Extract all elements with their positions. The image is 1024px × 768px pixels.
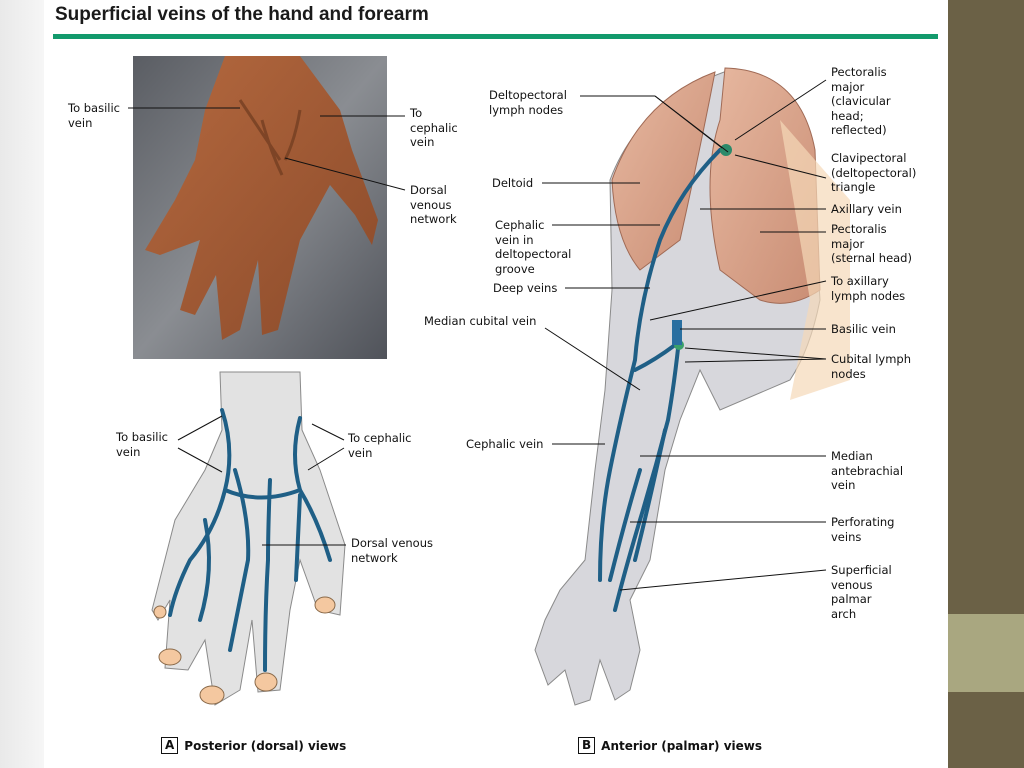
caption-text-b: Anterior (palmar) views xyxy=(601,739,762,753)
label-deltoid: Deltoid xyxy=(492,176,533,191)
label-cephalic-vein: Cephalic vein xyxy=(466,437,543,452)
label-pectoralis-major-sternal: Pectoralis major (sternal head) xyxy=(831,222,912,266)
label-deep-veins: Deep veins xyxy=(493,281,557,296)
caption-letter-a: A xyxy=(161,737,178,754)
label-clavipectoral-triangle: Clavipectoral (deltopectoral) triangle xyxy=(831,151,916,195)
label-superficial-venous-palmar-arch: Superficial venous palmar arch xyxy=(831,563,892,621)
label-photo-to-basilic-vein: To basilic vein xyxy=(68,101,120,130)
dorsal-hand-drawing xyxy=(152,372,345,705)
label-cubital-lymph-nodes: Cubital lymph nodes xyxy=(831,352,911,381)
dorsal-hand-photo xyxy=(133,56,387,359)
label-cephalic-vein-deltopectoral-groove: Cephalic vein in deltopectoral groove xyxy=(495,218,571,276)
caption-letter-b: B xyxy=(578,737,595,754)
label-photo-to-cephalic-vein: To cephalic vein xyxy=(410,106,458,150)
label-axillary-vein: Axillary vein xyxy=(831,202,902,217)
anterior-arm-drawing xyxy=(535,68,850,705)
label-perforating-veins: Perforating veins xyxy=(831,515,894,544)
label-drawing-to-cephalic-vein: To cephalic vein xyxy=(348,431,412,460)
label-basilic-vein: Basilic vein xyxy=(831,322,896,337)
caption-posterior-views: A Posterior (dorsal) views xyxy=(161,737,346,754)
label-photo-dorsal-venous-network: Dorsal venous network xyxy=(410,183,457,227)
caption-text-a: Posterior (dorsal) views xyxy=(184,739,346,753)
label-median-cubital-vein: Median cubital vein xyxy=(424,314,536,329)
caption-anterior-views: B Anterior (palmar) views xyxy=(578,737,762,754)
label-drawing-to-basilic-vein: To basilic vein xyxy=(116,430,168,459)
label-to-axillary-lymph-nodes: To axillary lymph nodes xyxy=(831,274,905,303)
label-median-antebrachial-vein: Median antebrachial vein xyxy=(831,449,903,493)
label-drawing-dorsal-venous-network: Dorsal venous network xyxy=(351,536,433,565)
label-pectoralis-major-clavicular: Pectoralis major (clavicular head; refle… xyxy=(831,65,891,138)
label-deltopectoral-lymph-nodes: Deltopectoral lymph nodes xyxy=(489,88,567,117)
